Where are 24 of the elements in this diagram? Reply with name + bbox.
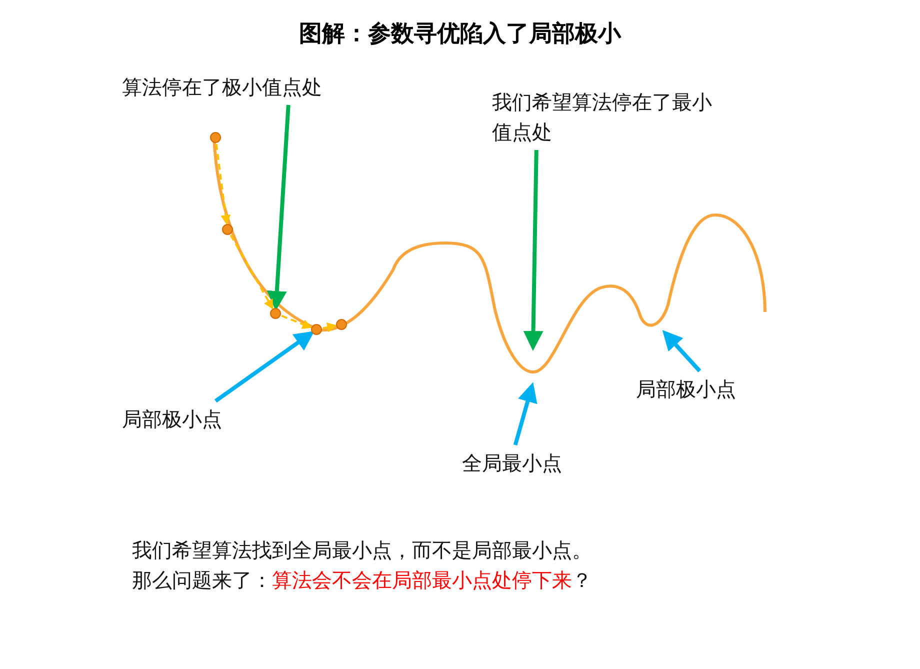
step-arrow [322,322,338,332]
pointer-arrow [513,382,538,446]
note-text: 算法会不会在局部最小点处停下来 [272,567,572,594]
pointer-arrow [523,150,544,351]
step-arrow [230,234,274,310]
curve-point [336,319,347,330]
note-text: 那么问题来了： [132,567,272,594]
note-text: ？ [572,567,592,594]
step-arrow [266,104,290,311]
curve-point [222,224,233,235]
annotation-text: 全局最小点 [462,448,592,478]
curve-point [270,308,281,319]
annotation-text: 局部极小点 [122,404,252,434]
curve-point [311,324,322,335]
annotation-text: 局部极小点 [636,374,766,404]
pointer-arrow [662,330,702,372]
step-arrow [281,314,312,329]
step-arrow [215,144,231,226]
curve-point [210,132,221,143]
note-text: 我们希望算法找到全局最小点，而不是局部最小点。 [132,537,592,564]
annotation-text: 我们希望算法停在了最小值点处 [492,87,714,147]
title: 图解：参数寻优陷入了局部极小 [298,19,622,49]
annotation-text: 算法停在了极小值点处 [122,72,382,102]
step-arrow [214,330,314,403]
